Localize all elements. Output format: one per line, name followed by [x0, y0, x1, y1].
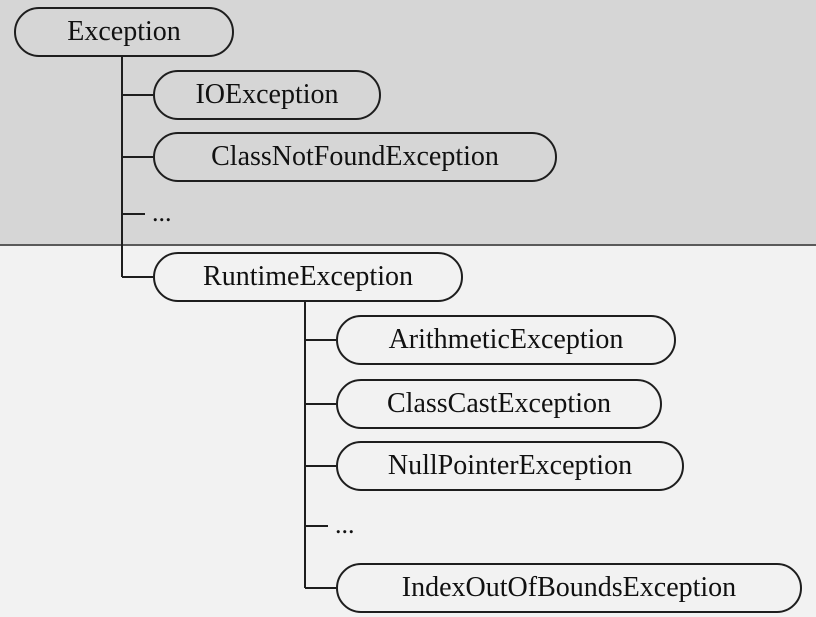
unchecked-exceptions-region: [0, 246, 816, 617]
node-ioexception: IOException: [153, 70, 381, 120]
node-indexoutofboundsexception: IndexOutOfBoundsException: [336, 563, 802, 613]
node-classcastexception: ClassCastException: [336, 379, 662, 429]
node-arithmeticexception: ArithmeticException: [336, 315, 676, 365]
node-exception: Exception: [14, 7, 234, 57]
node-nullpointerexception: NullPointerException: [336, 441, 684, 491]
node-runtimeexception: RuntimeException: [153, 252, 463, 302]
node-classnotfoundexception: ClassNotFoundException: [153, 132, 557, 182]
ellipsis-runtime: ...: [335, 510, 355, 539]
ellipsis-checked: ...: [152, 198, 172, 227]
checked-exceptions-region: [0, 0, 816, 246]
